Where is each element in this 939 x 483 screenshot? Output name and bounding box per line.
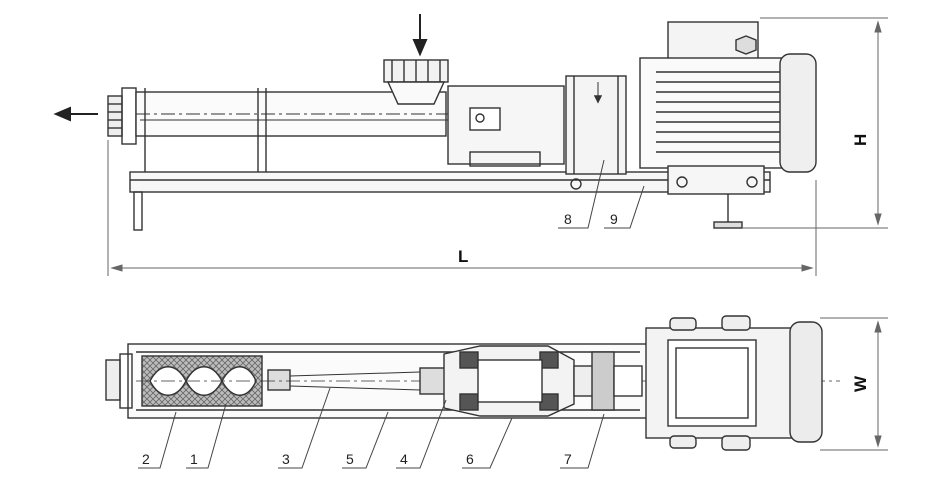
electric-motor-top xyxy=(645,315,823,451)
flow-arrows xyxy=(53,14,428,122)
callout-9: 9 xyxy=(610,211,618,227)
callout-7: 7 xyxy=(564,451,572,467)
callout-3: 3 xyxy=(282,451,290,467)
inlet-hopper xyxy=(383,59,449,105)
side-view xyxy=(107,21,817,231)
callout-2: 2 xyxy=(142,451,150,467)
top-view xyxy=(105,315,840,451)
suction-housing xyxy=(447,85,565,165)
electric-motor xyxy=(639,21,817,173)
dimension-width-label: W xyxy=(851,375,870,392)
coupling-bracket xyxy=(565,75,627,175)
outlet-flange xyxy=(107,87,137,145)
dimension-width xyxy=(820,317,888,451)
support-leg xyxy=(133,191,143,231)
callout-8: 8 xyxy=(564,211,572,227)
dimension-length-label: L xyxy=(458,247,468,266)
callout-6: 6 xyxy=(466,451,474,467)
base-frame xyxy=(129,171,771,193)
dimension-length xyxy=(107,140,817,276)
callout-4: 4 xyxy=(400,451,408,467)
dimension-height-label: H xyxy=(851,134,870,146)
callout-5: 5 xyxy=(346,451,354,467)
dimension-height xyxy=(742,17,888,229)
callout-1: 1 xyxy=(190,451,198,467)
leader-lines xyxy=(138,159,645,469)
